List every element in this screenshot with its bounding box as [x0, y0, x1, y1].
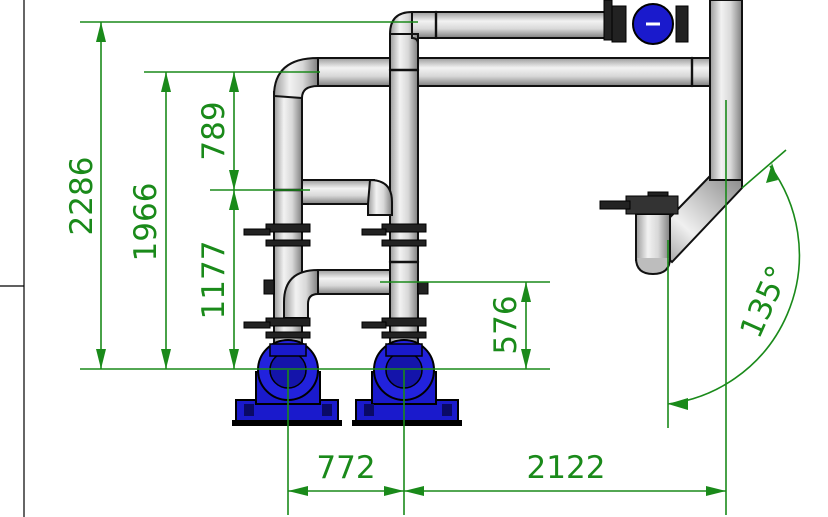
dim-576: 576: [488, 295, 524, 354]
valves: [243, 0, 689, 339]
dimension-lines: [80, 21, 801, 515]
dim-2122: 2122: [527, 450, 606, 486]
pump-right: [352, 339, 462, 426]
dim-772: 772: [316, 450, 375, 486]
drawing-frame: [0, 0, 25, 517]
dim-1177: 1177: [196, 241, 232, 320]
dim-2286: 2286: [64, 157, 100, 236]
pump-left: [232, 339, 342, 426]
dim-1966: 1966: [128, 183, 164, 262]
dim-angle-135: 135°: [733, 261, 796, 344]
dim-789: 789: [196, 101, 232, 160]
